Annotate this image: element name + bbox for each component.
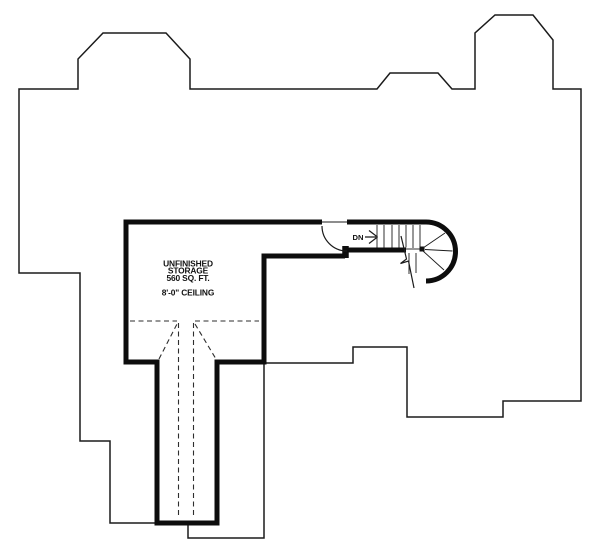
labels-group: UNFINISHED STORAGE 560 SQ. FT. 8'-0" CEI… bbox=[162, 233, 364, 298]
attic-dashed-diagonal-left bbox=[158, 323, 178, 360]
down-arrow bbox=[365, 230, 378, 244]
house-outline bbox=[18, 14, 582, 539]
room-name-line2: STORAGE bbox=[168, 266, 209, 276]
room-area-label: 560 SQ. FT. bbox=[166, 273, 209, 283]
winder-tread bbox=[422, 250, 445, 271]
ceiling-height-label: 8'-0" CEILING bbox=[162, 288, 214, 298]
winder-tread bbox=[424, 249, 453, 252]
storage-room-walls bbox=[123, 219, 345, 526]
winder-tread bbox=[422, 232, 446, 249]
winder-hub bbox=[419, 246, 425, 252]
stair-curved-wall bbox=[425, 219, 458, 284]
door-swing-arc bbox=[321, 225, 348, 252]
dashed-lines-group bbox=[130, 320, 259, 516]
stair-break-line bbox=[400, 235, 415, 289]
house-outline-group bbox=[18, 14, 582, 539]
room-name-line1: UNFINISHED bbox=[163, 259, 213, 269]
staircase-group bbox=[321, 221, 453, 289]
stair-direction-label: DN bbox=[353, 233, 364, 242]
attic-dashed-diagonal-right bbox=[194, 323, 217, 360]
storage-walls-group bbox=[123, 219, 458, 526]
